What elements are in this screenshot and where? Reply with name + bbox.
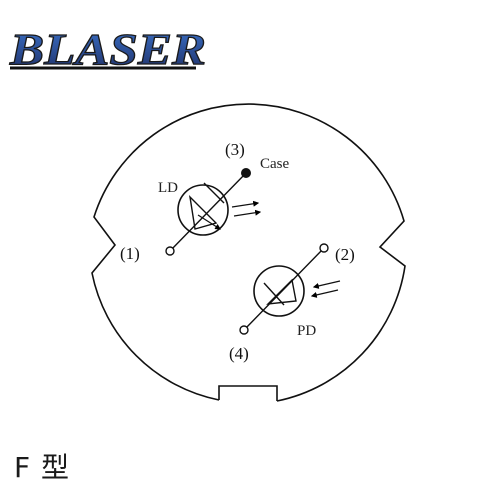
case-label: Case	[260, 156, 290, 172]
pin-1-label: (1)	[120, 244, 140, 263]
logo-wordmark: BLASER	[9, 25, 206, 74]
ld-diode-triangle	[188, 194, 218, 230]
key-tab	[218, 385, 278, 401]
package-outline	[91, 103, 406, 402]
pd-symbol	[243, 247, 341, 331]
pd-circle	[253, 265, 305, 317]
pin-2-label: (2)	[335, 245, 355, 264]
blaser-logo: BLASER	[8, 24, 206, 74]
ld-label: LD	[158, 180, 178, 196]
pin-3-case-dot	[241, 168, 251, 178]
ld-circle	[177, 184, 229, 236]
pd-incident-arrow	[312, 280, 341, 289]
pd-incident-arrow	[310, 289, 339, 298]
pin-1-open	[165, 246, 175, 256]
pin-4-label: (4)	[229, 344, 249, 363]
pd-label: PD	[297, 323, 316, 339]
ld-emission-arrow	[231, 200, 260, 208]
package-type-caption: F 型	[14, 451, 71, 484]
ld-emission-arrow	[233, 209, 262, 217]
pin-4-open	[239, 325, 249, 335]
pin-2-open	[319, 243, 329, 253]
pin-3-label: (3)	[225, 140, 245, 159]
ld-symbol	[169, 172, 262, 252]
